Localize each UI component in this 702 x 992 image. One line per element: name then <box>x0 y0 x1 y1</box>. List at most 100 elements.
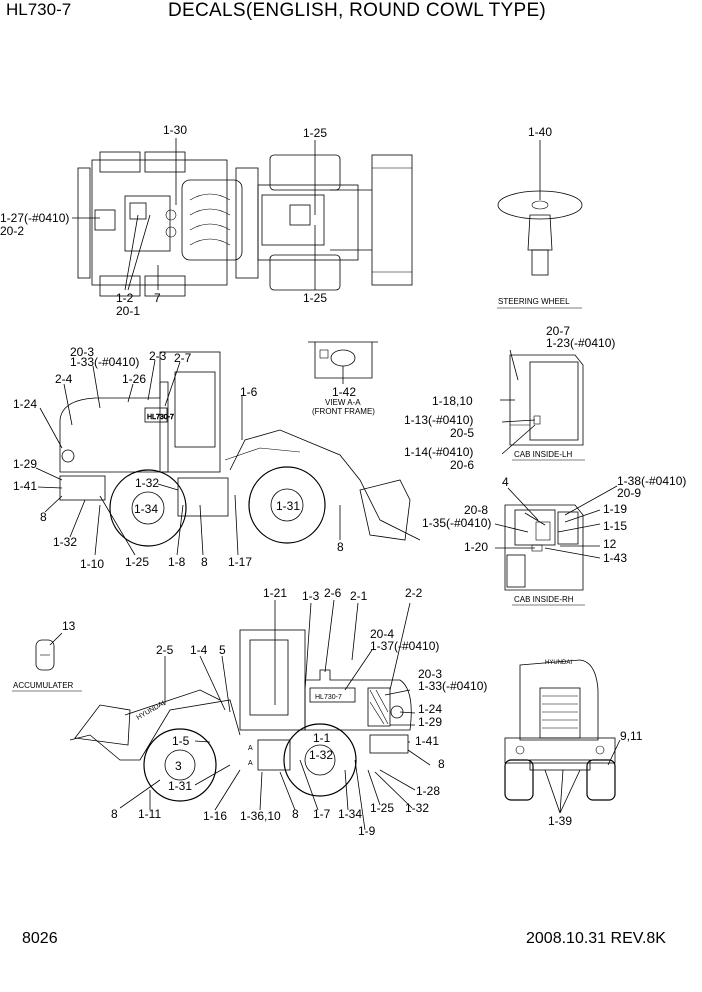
label: 1-33(-#0410) <box>70 355 139 369</box>
label: 20-9 <box>617 486 641 500</box>
label: 12 <box>603 537 617 551</box>
label: 1-25 <box>125 555 149 569</box>
arrow-a-mark: A <box>248 760 253 767</box>
label: 1-1 <box>313 731 331 745</box>
label: 1-24 <box>13 397 37 411</box>
label: 7 <box>154 291 161 305</box>
label: 1-33(-#0410) <box>418 679 487 693</box>
label: 1-37(-#0410) <box>370 639 439 653</box>
caption-front-frame: (FRONT FRAME) <box>312 407 375 416</box>
label: 4 <box>502 475 509 489</box>
arrow-a-mark: A <box>248 745 253 752</box>
label: 1-38(-#0410) <box>617 474 686 488</box>
label: 20-2 <box>0 224 24 238</box>
page-number: 8026 <box>22 930 58 947</box>
label: 2-3 <box>149 349 167 363</box>
caption-accumulater: ACCUMULATER <box>13 681 74 690</box>
label: 1-8 <box>168 555 186 569</box>
label: 1-31 <box>276 499 300 513</box>
label: 1-2 <box>116 291 134 305</box>
top-view: 1-30 1-25 1-27(-#0410) 20-2 1-2 20-1 7 1… <box>0 123 413 318</box>
model-badge: HL730-7 <box>315 694 342 701</box>
label: 1-29 <box>418 715 442 729</box>
label: 8 <box>438 757 445 771</box>
date-revision: 2008.10.31 REV.8K <box>526 930 666 947</box>
caption-cab-lh: CAB INSIDE-LH <box>514 450 572 459</box>
caption-cab-rh: CAB INSIDE-RH <box>514 595 574 604</box>
label: 2-1 <box>350 589 368 603</box>
steering-wheel-view: 1-40 STEERING WHEEL <box>497 125 583 309</box>
caption-view-a: VIEW A-A <box>325 398 361 407</box>
view-a-a: 1-42 VIEW A-A (FRONT FRAME) <box>308 341 378 416</box>
label: 1-16 <box>203 809 227 823</box>
label: 20-8 <box>464 503 488 517</box>
label: 20-5 <box>450 426 474 440</box>
label: 2-5 <box>156 643 174 657</box>
label: 2-6 <box>324 586 342 600</box>
label: 8 <box>40 510 47 524</box>
label: 1-36,10 <box>240 809 281 823</box>
label: 8 <box>337 540 344 554</box>
label: 1-39 <box>548 814 572 828</box>
label: 1-10 <box>80 557 104 571</box>
label: 1-19 <box>603 502 627 516</box>
label: 20-7 <box>546 324 570 338</box>
label: 1-30 <box>163 123 187 137</box>
label: 1-43 <box>603 551 627 565</box>
label: 1-41 <box>13 479 37 493</box>
label: 1-26 <box>122 372 146 386</box>
label: 2-2 <box>405 586 423 600</box>
label: 1-25 <box>370 801 394 815</box>
label: 2-4 <box>55 372 73 386</box>
label: 1-35(-#0410) <box>422 516 491 530</box>
label: 1-32 <box>309 748 333 762</box>
label: 5 <box>219 643 226 657</box>
label: 8 <box>111 807 118 821</box>
label: 1-7 <box>313 807 331 821</box>
model-code: HL730-7 <box>6 0 72 19</box>
label: 2-7 <box>174 351 192 365</box>
label: 1-34 <box>134 502 158 516</box>
label: 20-6 <box>450 458 474 472</box>
label: 1-25 <box>303 126 327 140</box>
left-side-view: HL730-7 <box>13 345 421 571</box>
rear-view: HYUNDAI 9,11 1-39 <box>504 659 643 828</box>
label: 1-21 <box>263 586 287 600</box>
label: 1-9 <box>358 824 376 838</box>
right-side-view: HL730-7 HYUNDAI A A <box>69 586 487 838</box>
label: 1-42 <box>332 385 356 399</box>
label: 1-41 <box>415 734 439 748</box>
label: 1-3 <box>302 589 320 603</box>
label: 1-32 <box>405 801 429 815</box>
label: 1-27(-#0410) <box>0 211 69 225</box>
label: 8 <box>201 555 208 569</box>
label: 8 <box>292 807 299 821</box>
label: 1-23(-#0410) <box>546 336 615 350</box>
cab-inside-lh: 20-7 1-23(-#0410) 1-18,10 1-13(-#0410) 2… <box>404 324 615 472</box>
label: 13 <box>62 619 76 633</box>
label: 20-4 <box>370 627 394 641</box>
label: 1-24 <box>418 702 442 716</box>
label: 20-3 <box>70 345 94 359</box>
cab-inside-rh: 4 20-8 1-35(-#0410) 1-20 1-38(-#0410) 20… <box>422 474 686 606</box>
label: 20-3 <box>418 667 442 681</box>
label: 1-25 <box>303 291 327 305</box>
label: 20-1 <box>116 304 140 318</box>
model-badge: HL730-7 <box>147 414 174 421</box>
label: 1-40 <box>528 125 552 139</box>
label: 1-31 <box>168 779 192 793</box>
label: 1-17 <box>228 555 252 569</box>
brand-mark: HYUNDAI <box>545 660 572 666</box>
label: 1-5 <box>172 734 190 748</box>
brand-mark: HYUNDAI <box>136 700 167 722</box>
label: 1-15 <box>603 519 627 533</box>
label: 1-11 <box>138 807 161 821</box>
label: 1-6 <box>240 385 258 399</box>
label: 3 <box>175 759 182 773</box>
page-title: DECALS(ENGLISH, ROUND COWL TYPE) <box>168 0 547 21</box>
caption-steering: STEERING WHEEL <box>498 297 570 306</box>
label: 9,11 <box>620 729 643 743</box>
label: 1-32 <box>53 535 77 549</box>
